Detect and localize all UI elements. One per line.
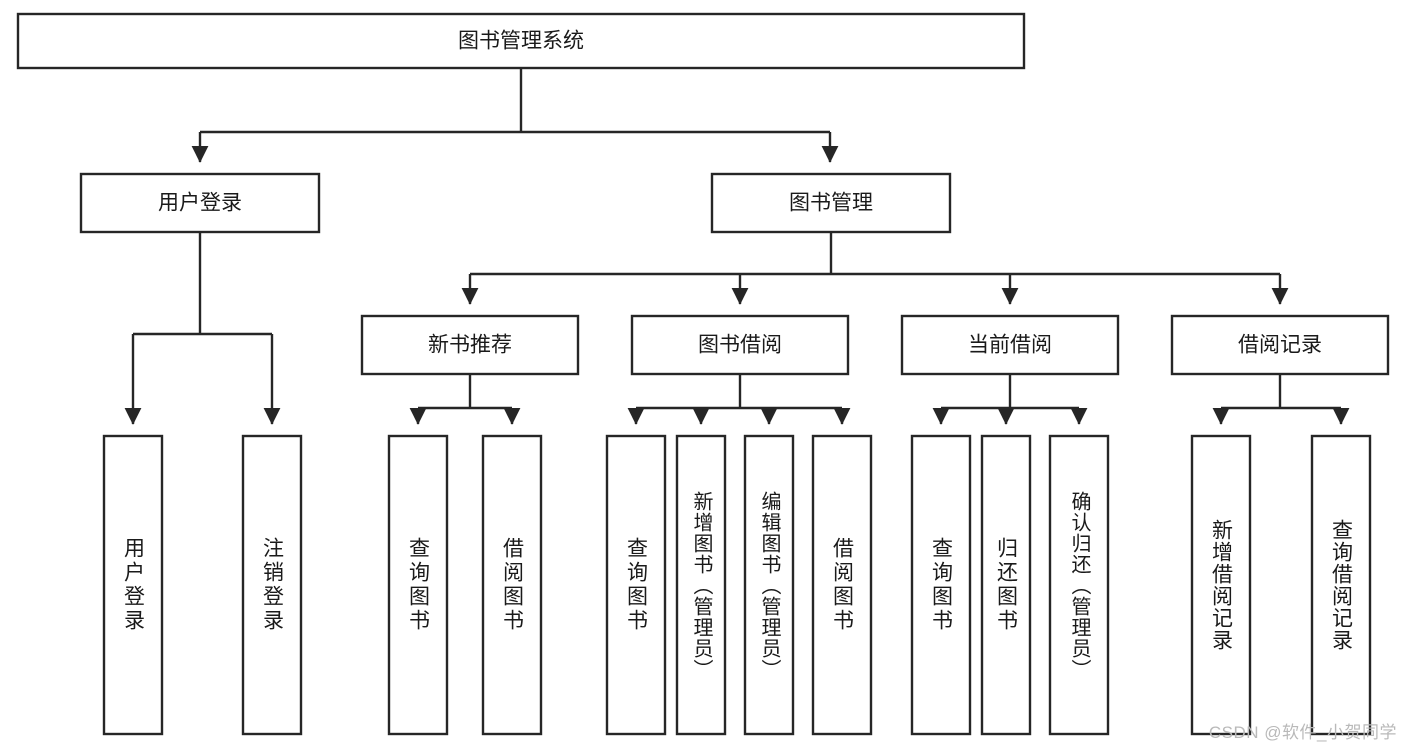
leaf-boxes: [102, 434, 1372, 736]
node-root[interactable]: 图书管理系统: [16, 12, 1026, 70]
leaf-box-borrow-book-1[interactable]: [481, 434, 543, 736]
node-current-borrow-box[interactable]: [900, 314, 1120, 376]
node-new-book-rec[interactable]: 新书推荐: [360, 314, 580, 376]
node-root-box[interactable]: [16, 12, 1026, 70]
edges-new-book-rec-to-leaves: [409, 374, 521, 425]
node-book-manage-box[interactable]: [710, 172, 952, 234]
edges-book-borrow-to-leaves: [627, 374, 851, 425]
watermark: CSDN @软件_小贺同学: [1208, 723, 1397, 742]
node-book-manage-label: 图书管理: [789, 192, 873, 215]
node-user-login-label: 用户登录: [158, 192, 242, 215]
node-borrow-record-box[interactable]: [1170, 314, 1390, 376]
edges-book-manage-to-level3: [461, 232, 1289, 305]
edges-user-login-to-leaves: [124, 232, 281, 425]
node-new-book-rec-label: 新书推荐: [428, 334, 512, 357]
leaf-box-borrow-book-2[interactable]: [811, 434, 873, 736]
node-current-borrow-label: 当前借阅: [968, 334, 1052, 357]
edges-current-borrow-to-leaves: [932, 374, 1088, 425]
leaf-box-query-book-1[interactable]: [387, 434, 449, 736]
leaf-box-add-record[interactable]: [1190, 434, 1252, 736]
node-new-book-rec-box[interactable]: [360, 314, 580, 376]
leaf-box-user-login[interactable]: [102, 434, 164, 736]
node-book-borrow-label: 图书借阅: [698, 334, 782, 357]
node-book-manage[interactable]: 图书管理: [710, 172, 952, 234]
leaf-box-user-logout[interactable]: [241, 434, 303, 736]
leaf-box-edit-book[interactable]: [743, 434, 795, 736]
node-borrow-record[interactable]: 借阅记录: [1170, 314, 1390, 376]
leaf-box-query-book-2[interactable]: [605, 434, 667, 736]
leaf-box-confirm-return[interactable]: [1048, 434, 1110, 736]
leaf-box-return-book[interactable]: [980, 434, 1032, 736]
node-user-login[interactable]: 用户登录: [79, 172, 321, 234]
edges-borrow-record-to-leaves: [1212, 374, 1350, 425]
leaf-box-query-record[interactable]: [1310, 434, 1372, 736]
node-root-label: 图书管理系统: [458, 30, 584, 53]
edges-root-to-level2: [191, 68, 839, 163]
node-borrow-record-label: 借阅记录: [1238, 334, 1322, 357]
node-book-borrow[interactable]: 图书借阅: [630, 314, 850, 376]
node-current-borrow[interactable]: 当前借阅: [900, 314, 1120, 376]
node-book-borrow-box[interactable]: [630, 314, 850, 376]
leaf-box-add-book[interactable]: [675, 434, 727, 736]
leaf-box-query-book-3[interactable]: [910, 434, 972, 736]
